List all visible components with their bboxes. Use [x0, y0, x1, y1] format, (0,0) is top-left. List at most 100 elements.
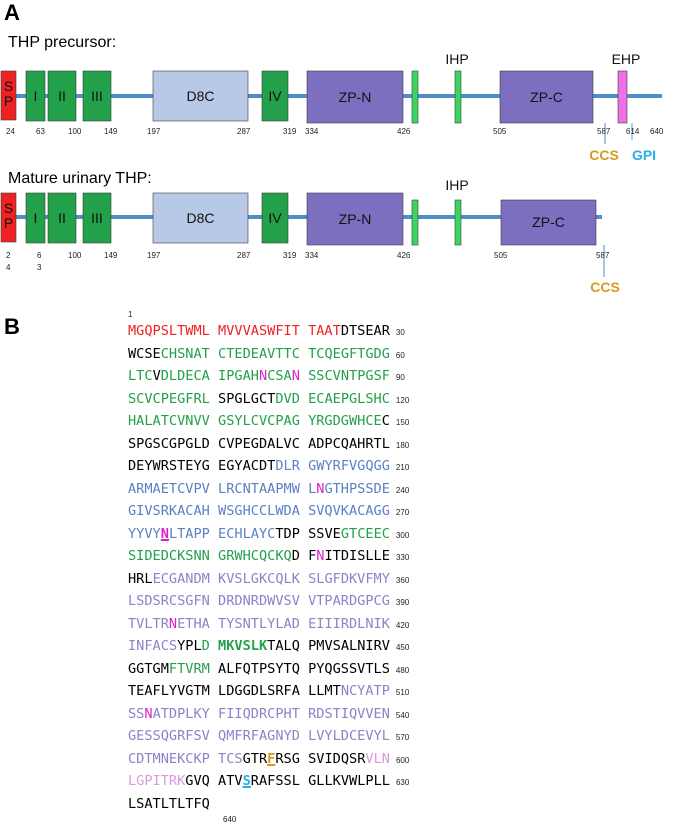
- sequence-segment: LSDSRCSGFN: [128, 593, 210, 609]
- precursor-ihp-segment-1: [411, 70, 419, 124]
- sequence-start-number: 1: [128, 310, 133, 319]
- sequence-segment: LSATLTLTFQ: [128, 795, 210, 812]
- sequence-segment: GIVSRKACAH: [128, 503, 210, 519]
- sequence-group: QMFRFAGNYD: [218, 725, 300, 748]
- sequence-segment: L: [308, 480, 317, 497]
- sequence-group: GRWHCQCKQD: [218, 545, 300, 568]
- sequence-group: LTCVDLDECA: [128, 365, 210, 388]
- mature-position-2: 2: [6, 251, 11, 260]
- mature-egf-domain-2: [47, 192, 77, 244]
- sequence-group: LRCNTAAPMW: [218, 478, 300, 501]
- sequence-segment: TYSNTLYLAD: [218, 615, 300, 632]
- sequence-segment: EGYACDT: [218, 458, 276, 474]
- mature-position-3: 3: [37, 263, 42, 272]
- sequence-group: LGPITRKGVQ: [128, 770, 210, 793]
- mature-zp-n-domain: [306, 192, 404, 246]
- precursor-zp-c-domain: [499, 70, 594, 124]
- sequence-segment: FIIQDRCPHT: [218, 705, 300, 722]
- sequence-segment: CTEDEAVTTC: [218, 345, 300, 362]
- sequence-segment: S: [242, 773, 251, 789]
- sequence-group: TVLTRNETHA: [128, 613, 210, 636]
- mature-egf-domain-3: [82, 192, 112, 244]
- mature-track: Mature urinary THP: S P I II III D8C IV …: [0, 170, 620, 295]
- mature-position-587: 587: [596, 251, 610, 260]
- sequence-segment: CVPEGDALVC: [218, 435, 300, 452]
- sequence-segment: WSGHCCLWDA: [218, 503, 300, 519]
- sequence-segment: DVD: [275, 390, 300, 407]
- sequence-row-number: 60: [395, 350, 405, 360]
- sequence-segment: ARMAETCVPV: [128, 480, 210, 497]
- sequence-row: LSATLTLTFQ: [128, 793, 409, 816]
- sequence-row-number: 300: [395, 530, 410, 540]
- sequence-segment: INFACS: [128, 638, 178, 654]
- precursor-position-63: 63: [36, 127, 45, 136]
- precursor-egf-domain-2: [47, 70, 77, 122]
- panel-b-letter: B: [4, 314, 20, 339]
- precursor-position-287: 287: [237, 127, 251, 136]
- mature-egf-domain-4: [261, 192, 289, 244]
- sequence-row-number: 120: [395, 395, 410, 405]
- sequence-segment: DLR: [275, 458, 300, 474]
- precursor-position-505: 505: [493, 127, 507, 136]
- precursor-signal-peptide: [0, 70, 17, 121]
- precursor-position-334: 334: [305, 127, 319, 136]
- sequence-segment: SCVCPEGFRL: [128, 390, 210, 407]
- sequence-segment: GTHPSSDE: [324, 480, 390, 497]
- mature-ihp-label: IHP: [445, 177, 468, 193]
- precursor-ehp-label: EHP: [612, 51, 641, 67]
- sequence-row: WCSECHSNAT CTEDEAVTTC TCQEGFTGDG 60: [128, 343, 409, 366]
- sequence-segment: F: [267, 750, 276, 767]
- sequence-group: LDGGDLSRFA: [218, 680, 300, 703]
- sequence-group: TCQEGFTGDG: [308, 343, 390, 366]
- sequence-segment: DEYWRSTEYG: [128, 458, 210, 474]
- sequence-group: DRDNRDWVSV: [218, 590, 300, 613]
- sequence-segment: CDTMNEKCKP: [128, 750, 210, 767]
- sequence-segment: GGTGM: [128, 660, 169, 677]
- sequence-segment: NCYATP: [340, 683, 390, 699]
- sequence-row-number: 360: [395, 575, 410, 585]
- sequence-segment: HRL: [128, 570, 153, 587]
- sequence-group: YYVYNLTAPP: [128, 523, 210, 546]
- sequence-segment: ECGANDM: [152, 570, 210, 587]
- mature-zp-c-label: ZP-C: [532, 214, 565, 230]
- sequence-segment: TVLTR: [128, 615, 169, 632]
- sequence-group: CDTMNEKCKP: [128, 748, 210, 771]
- sequence-group: SPGSCGPGLD: [128, 433, 210, 456]
- sequence-segment: GLLKVWLPLL: [308, 773, 390, 789]
- mature-sp-label: S: [4, 200, 13, 216]
- sequence-segment: SSVE: [308, 525, 341, 542]
- precursor-position-426: 426: [397, 127, 411, 136]
- sequence-segment: SPGLGCT: [218, 390, 276, 407]
- sequence-segment: V: [152, 368, 161, 384]
- mature-position-197: 197: [147, 251, 161, 260]
- precursor-position-319: 319: [283, 127, 297, 136]
- sequence-row-number: 30: [395, 328, 405, 337]
- sequence-group: EGYACDTDLR: [218, 455, 300, 478]
- precursor-position-587: 587: [597, 127, 611, 136]
- sequence-group: FIIQDRCPHT: [218, 703, 300, 726]
- sequence-group: SSVEGTCEEC: [308, 523, 390, 546]
- sequence-segment: CHSNAT: [160, 345, 210, 362]
- sequence-segment: GESSQGRFSV: [128, 728, 210, 744]
- sequence-group: KVSLGKCQLK: [218, 568, 300, 591]
- sequence-group: WCSECHSNAT: [128, 343, 210, 366]
- mature-zp-n-label: ZP-N: [339, 211, 372, 227]
- sequence-row-number: 150: [395, 418, 410, 427]
- sequence-row-number: 570: [395, 733, 410, 742]
- sequence-group: MVVVASWFIT: [218, 320, 300, 343]
- sequence-row-number: 90: [395, 373, 405, 382]
- sequence-segment: YYVY: [128, 525, 161, 542]
- precursor-position-614: 614: [626, 127, 640, 136]
- sequence-segment: GTR: [242, 750, 268, 767]
- sequence-group: ARMAETCVPV: [128, 478, 210, 501]
